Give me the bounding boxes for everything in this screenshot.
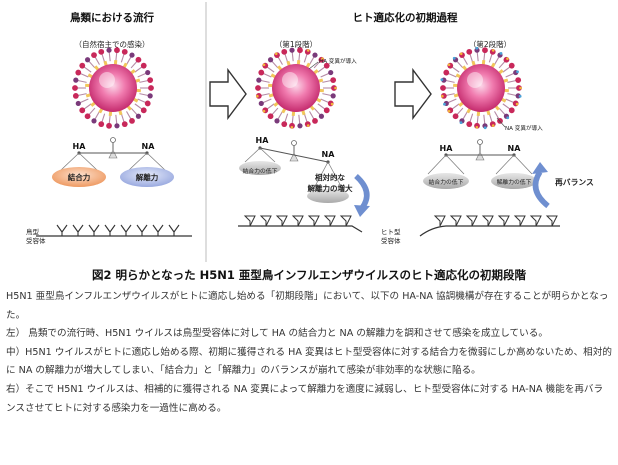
stage-label-right: （第2段階）	[469, 39, 511, 49]
binding-pan-right	[423, 173, 469, 189]
na-mutation-pointer	[496, 117, 506, 128]
stage-label-left: （自然宿主での感染）	[75, 39, 150, 49]
na-mutation-note: NA 変異が導入	[505, 124, 543, 132]
progress-arrow-2	[394, 67, 432, 121]
cleavage-pan-left	[120, 167, 174, 187]
binding-pan-middle	[239, 161, 281, 175]
left-panel-title: 鳥類における流行	[70, 11, 154, 24]
ha-label-left: HA	[73, 142, 87, 151]
ha-mutation-note: HA 変異が導入	[319, 57, 357, 65]
virus-stage1	[255, 47, 337, 129]
binding-pan-left	[52, 167, 106, 187]
figure-description: H5N1 亜型鳥インフルエンザウイルスがヒトに適応し始める「初期段階」において、…	[6, 288, 612, 418]
rebalance-arrow	[532, 170, 550, 209]
bird-receptors: 鳥型 受容体	[26, 224, 192, 245]
paragraph-summary: H5N1 亜型鳥インフルエンザウイルスがヒトに適応し始める「初期段階」において、…	[6, 291, 609, 321]
ha-label-middle: HA	[256, 136, 270, 145]
human-receptor-label-2: 受容体	[381, 236, 401, 245]
relative-increase-line1: 相対的な	[315, 172, 345, 182]
na-label-right: NA	[508, 144, 522, 153]
figure-caption: 図2 明らかとなった H5N1 亜型鳥インフルエンザウイルスのヒト適応化の初期段…	[91, 268, 527, 282]
cleavage-pan-middle	[307, 189, 349, 203]
balance-right: HA NA 結合力の低下 解離力の低下 再バランス	[423, 139, 594, 209]
binding-label-left: 結合力	[68, 172, 91, 182]
right-panel-title: ヒト適応化の初期過程	[353, 11, 458, 24]
relative-increase-line2: 解離力の増大	[308, 183, 353, 193]
ha-mutation-pointer	[308, 61, 319, 70]
human-receptor-label-1: ヒト型	[381, 227, 401, 236]
cleavage-low-label-right: 解離力の低下	[497, 178, 532, 186]
na-label-middle: NA	[322, 150, 336, 159]
cleavage-pan-right	[491, 173, 537, 189]
human-receptors-middle	[238, 215, 363, 233]
progress-arrow-1	[209, 67, 247, 121]
tilt-arrow-middle	[354, 173, 370, 210]
virus-bird	[72, 47, 154, 129]
paragraph-left: 左） 鳥類での流行時、H5N1 ウイルスは鳥型受容体に対して HA の結合力と …	[6, 328, 548, 340]
figure: 鳥類における流行 ヒト適応化の初期過程 （自然宿主での感染） （第1段階） （第…	[26, 2, 594, 262]
ha-label-right: HA	[440, 144, 454, 153]
stage-label-middle: （第1段階）	[275, 39, 317, 49]
binding-low-label-middle: 結合力の低下	[243, 167, 278, 175]
rebalance-label: 再バランス	[555, 178, 594, 187]
virus-stage2	[440, 46, 522, 130]
bird-receptor-label-2: 受容体	[26, 236, 46, 245]
human-receptors-right: ヒト型 受容体	[381, 215, 560, 245]
paragraph-right: 右）そこで H5N1 ウイルスは、相補的に獲得される NA 変異によって解離力を…	[6, 383, 604, 414]
balance-left: HA NA 結合力 解離力	[52, 137, 174, 187]
cleavage-label-left: 解離力	[136, 172, 159, 182]
na-label-left: NA	[142, 142, 156, 151]
binding-low-label-right: 結合力の低下	[429, 178, 464, 186]
paragraph-middle: 中）H5N1 ウイルスがヒトに適応し始める際、初期に獲得される HA 変異はヒト…	[6, 346, 612, 377]
bird-receptor-label-1: 鳥型	[26, 227, 40, 236]
balance-middle: HA NA 結合力の低下 相対的な 解離力の増大	[239, 136, 370, 217]
